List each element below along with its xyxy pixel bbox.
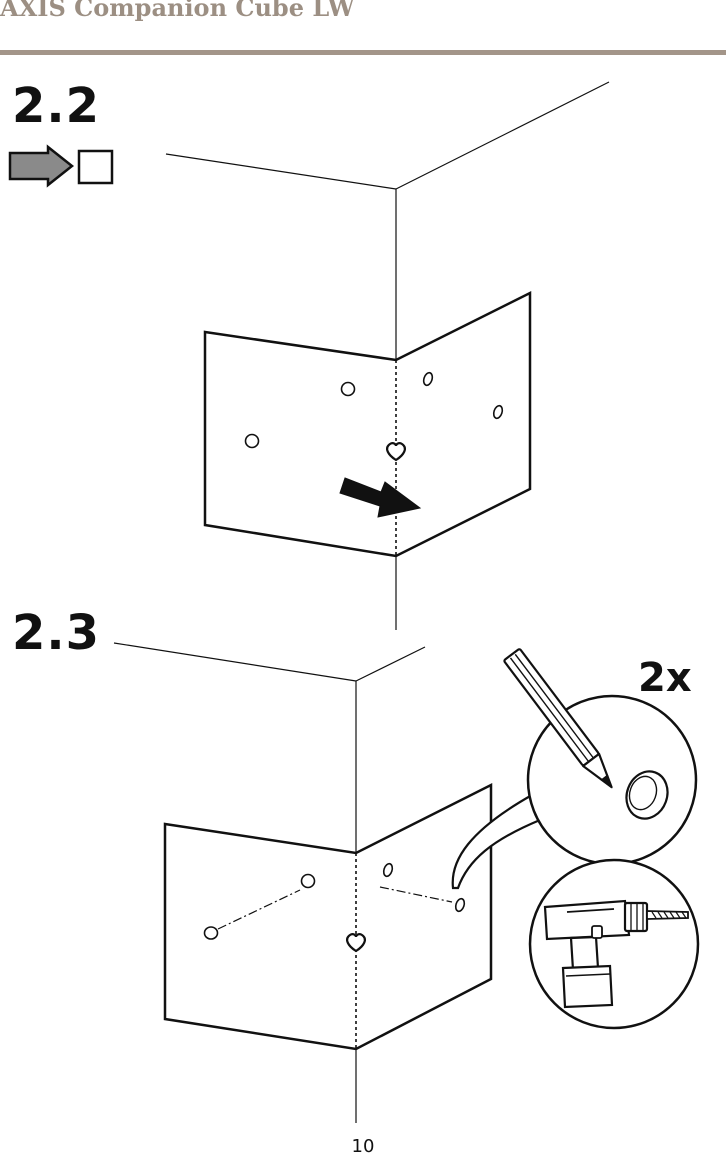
pencil-callout [504, 649, 696, 864]
page-number: 10 [0, 1136, 726, 1157]
mounting-template-step-2-2 [205, 293, 530, 556]
drill-callout [530, 860, 698, 1028]
mark-position-icon [10, 147, 112, 185]
mounting-template-step-2-3 [165, 785, 540, 1049]
